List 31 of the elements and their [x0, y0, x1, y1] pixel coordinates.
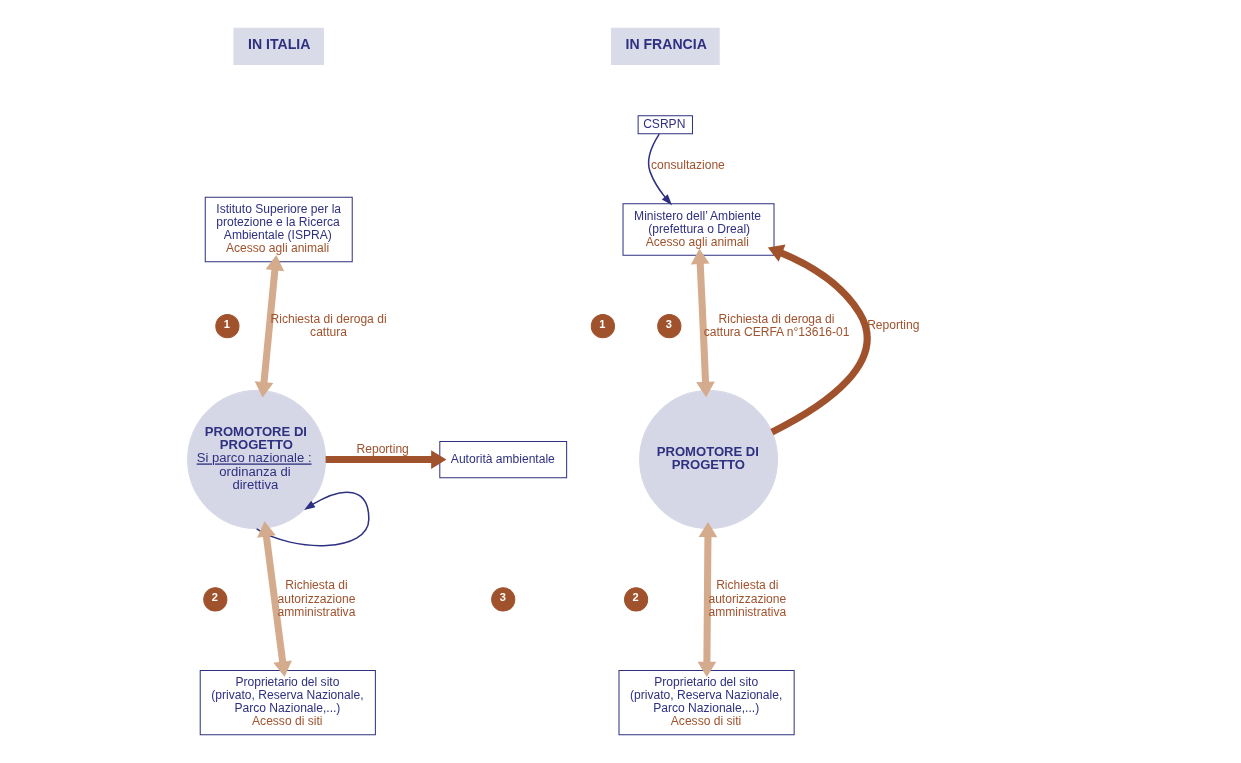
arrow	[697, 521, 718, 678]
edge-label: Richiesta di deroga di cattura	[270, 311, 387, 339]
edge-label: Reporting	[867, 318, 920, 333]
arrow	[690, 248, 715, 398]
node-circle: PROMOTORE DI PROGETTO Si parco nazionale : ordinanza di direttiva	[187, 390, 327, 529]
arrow	[767, 244, 871, 436]
edge-label: consultazione	[651, 157, 725, 172]
node-circle: PROMOTORE DI PROGETTO	[639, 390, 779, 529]
node-circle: 1	[590, 314, 615, 339]
arrow	[254, 255, 285, 398]
edge-label: Richiesta di deroga di cattura CERFA n°13616-01	[703, 311, 850, 339]
node-box: Istituto Superiore per la protezione e la Ricerca Ambientale (ISPRA) Acesso agli animali	[204, 196, 353, 263]
arrow	[647, 133, 672, 206]
node-circle: 3	[657, 314, 682, 339]
node-box: Autorità ambientale	[439, 440, 568, 479]
node-box: IN FRANCIA	[610, 27, 720, 65]
edge-label: Richiesta di autorizzazione amministrativa	[277, 578, 356, 619]
edge-label: Reporting	[356, 442, 409, 457]
node-circle: 2	[624, 587, 649, 612]
node-box: Ministero dell’ Ambiente (prefettura o Dreal) Acesso agli animali	[622, 203, 775, 256]
node-box: IN ITALIA	[233, 27, 325, 65]
edge-label: Richiesta di autorizzazione amministrativa	[708, 578, 787, 619]
node-box: CSRPN	[637, 115, 693, 135]
node-circle: 1	[215, 314, 240, 339]
node-box: Proprietario del sito (privato, Reserva Nazionale, Parco Nazionale,...) Acesso di siti	[618, 669, 795, 736]
node-circle: 2	[203, 587, 228, 612]
arrow	[257, 521, 292, 677]
arrow	[325, 450, 447, 469]
node-box: Proprietario del sito (privato, Reserva Nazionale, Parco Nazionale,...) Acesso di siti	[199, 669, 376, 736]
node-circle: 3	[491, 587, 516, 612]
arrow	[255, 491, 370, 547]
